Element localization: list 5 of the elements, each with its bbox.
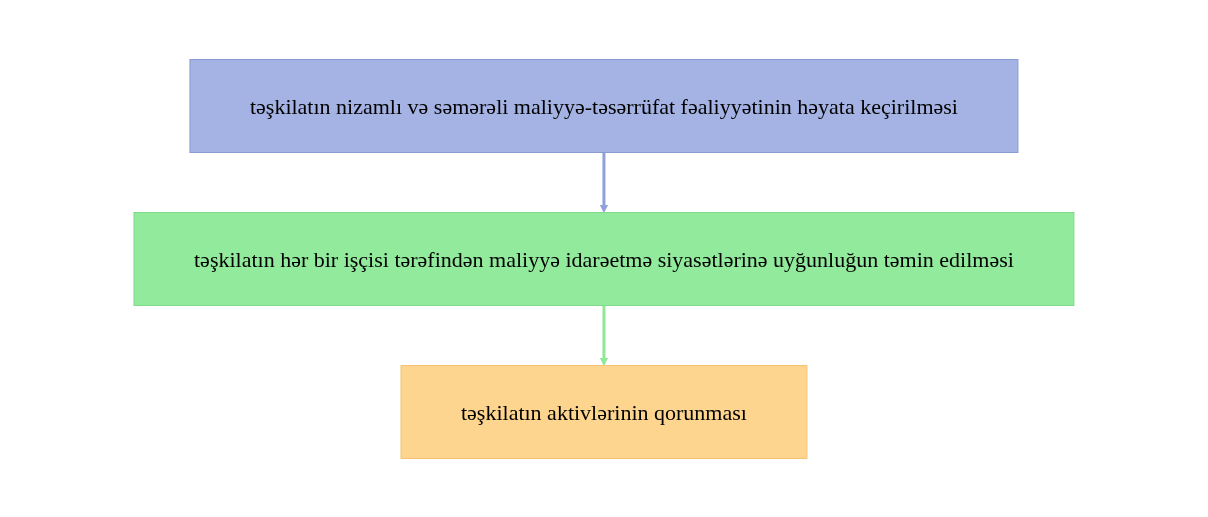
node-box: təşkilatın nizamlı və səmərəli maliyyə-təsərrüfat fəaliyyətinin həyata keçirilməsi <box>189 58 1019 153</box>
node-box: təşkilatın aktivlərinin qorunması <box>400 364 808 459</box>
node-box: təşkilatın hər bir işçisi tərəfindən maliyyə idarəetmə siyasətlərinə uyğunluğun təmin edilməsi <box>133 211 1075 306</box>
arrow <box>599 152 609 213</box>
arrow <box>599 305 609 366</box>
